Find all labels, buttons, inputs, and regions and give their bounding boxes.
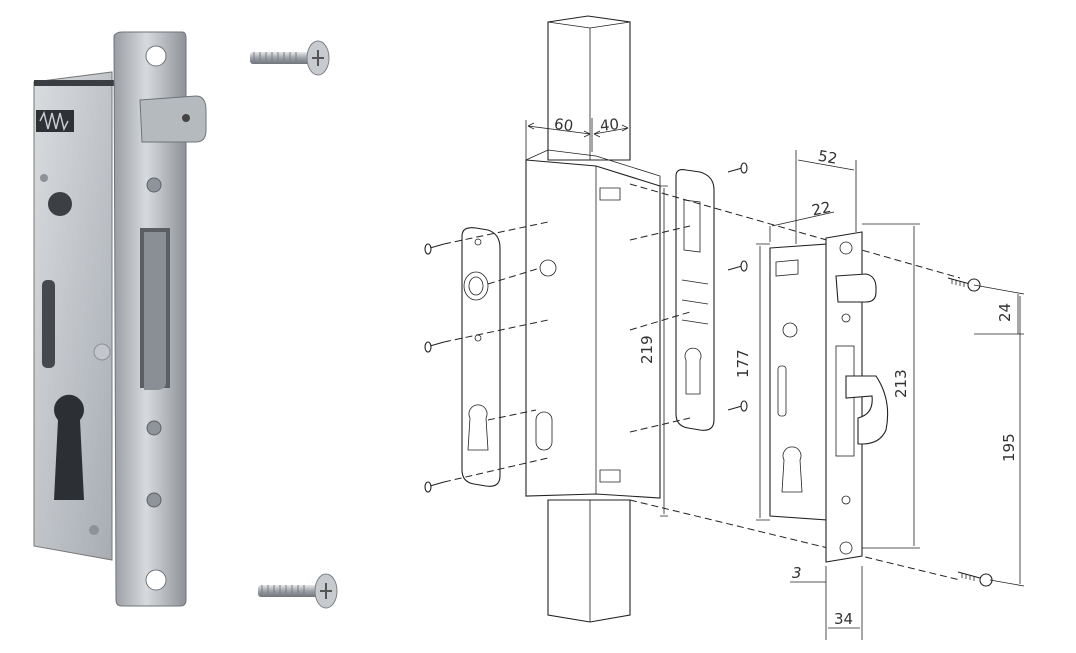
faceplate-screw-1 (146, 177, 162, 193)
dim-body-width: 52 (817, 147, 839, 168)
lock-body-drawing (769, 243, 829, 521)
faceplate-drawing (825, 231, 889, 563)
screw-icon (258, 573, 338, 609)
mounting-plate (675, 169, 715, 431)
body-slot (42, 280, 55, 368)
body-screw-small (40, 174, 48, 182)
dim-latch-offset: 24 (996, 303, 1014, 322)
screw-icon (727, 162, 748, 174)
screw-icon (727, 260, 748, 272)
spring-coil (39, 110, 69, 132)
dim-hole-spacing: 219 (638, 335, 656, 364)
dim-screw-spacing: 195 (1000, 433, 1018, 462)
dim-faceplate-width: 34 (834, 610, 853, 628)
screw-icon (424, 341, 445, 353)
faceplate-screw-2 (146, 420, 162, 436)
front-cover-plate (461, 227, 501, 487)
screw-icon (947, 277, 981, 292)
screw-icon (424, 481, 445, 493)
dim-lock-body-height: 177 (734, 349, 752, 378)
screw-icon (727, 400, 748, 412)
body-hole-bottom (89, 525, 99, 535)
lock-housing (525, 149, 661, 499)
faceplate-screw-3 (146, 492, 162, 508)
body-hole-top (48, 192, 72, 216)
dim-faceplate-thickness: 3 (792, 564, 802, 582)
body-rivet (93, 343, 111, 361)
exploded-drawing (424, 15, 1025, 640)
hook-bolt (144, 232, 166, 390)
spring-window (36, 110, 74, 132)
latch-bolt (139, 95, 207, 143)
faceplate-hole-bottom (145, 569, 167, 591)
square-post (547, 15, 631, 623)
screw-cross (320, 583, 332, 599)
screw-icon (250, 40, 330, 76)
screw-thread (261, 585, 305, 597)
screw-shank (250, 52, 312, 64)
faceplate-hole-top (145, 45, 167, 67)
latch-bolt-hole (182, 114, 190, 122)
mortise-lock-photo (33, 31, 207, 607)
screw-thread (253, 52, 297, 64)
lock-body-edge (34, 80, 114, 86)
dim-post-width-a: 60 (553, 115, 574, 135)
dim-backset: 22 (810, 198, 832, 220)
cylinder-cutout (54, 394, 84, 500)
screw-cross (312, 50, 324, 66)
screw-icon (424, 243, 445, 255)
screw-icon (957, 571, 993, 587)
dim-faceplate-height: 213 (892, 369, 910, 398)
screw-shank (258, 585, 320, 597)
dim-post-width-b: 40 (599, 115, 620, 135)
